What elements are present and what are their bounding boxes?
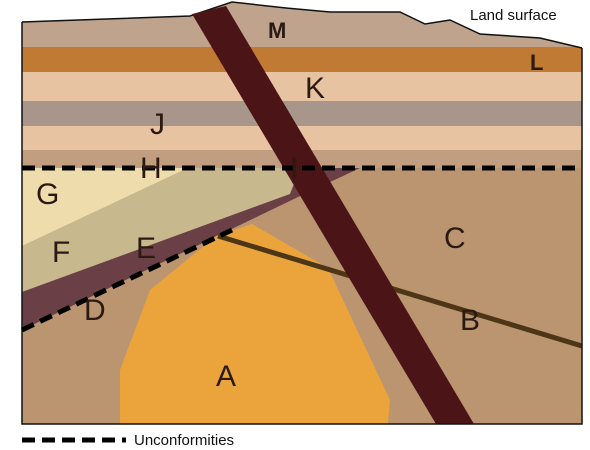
label-H: H bbox=[140, 152, 162, 185]
label-M: M bbox=[268, 18, 286, 43]
label-K: K bbox=[305, 72, 325, 105]
cross-cutting-dike bbox=[192, 6, 474, 424]
label-L: L bbox=[530, 50, 543, 75]
layer-K bbox=[22, 72, 582, 101]
layer-F bbox=[22, 168, 300, 292]
label-F: F bbox=[52, 236, 70, 269]
label-B: B bbox=[460, 304, 480, 337]
land-surface-label: Land surface bbox=[470, 7, 557, 24]
label-E: E bbox=[136, 232, 156, 265]
intrusion-A bbox=[120, 224, 390, 424]
label-J: J bbox=[150, 108, 165, 141]
layer-J bbox=[22, 101, 582, 126]
legend-unconformities-label: Unconformities bbox=[134, 432, 234, 449]
layer-M bbox=[22, 2, 582, 48]
label-I: I bbox=[290, 152, 298, 185]
label-G: G bbox=[36, 178, 59, 211]
section-frame bbox=[21, 22, 583, 425]
label-A: A bbox=[216, 360, 236, 393]
label-D: D bbox=[84, 294, 106, 327]
label-C: C bbox=[444, 222, 466, 255]
land-surface-line bbox=[21, 1, 583, 49]
layer-L bbox=[22, 47, 582, 72]
dike-B bbox=[217, 233, 583, 349]
